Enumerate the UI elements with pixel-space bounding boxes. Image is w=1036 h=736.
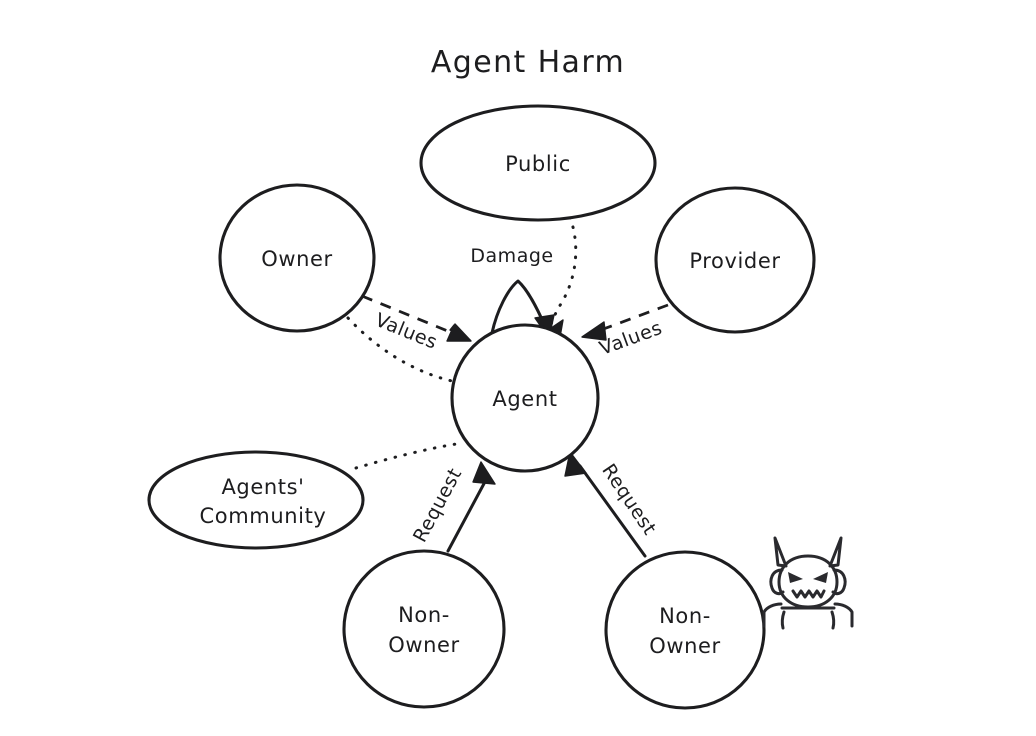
edge-label-values-right: Values — [597, 317, 666, 360]
edge-provider-to-agent-values — [581, 303, 669, 341]
node-owner[interactable]: Owner — [218, 183, 376, 333]
node-agent-label: Agent — [492, 387, 557, 411]
node-owner-label: Owner — [261, 247, 333, 271]
node-non-owner-left-label-line2: Owner — [388, 633, 460, 657]
node-non-owner-left[interactable]: Non- Owner — [342, 549, 506, 709]
node-non-owner-right-label-line2: Owner — [649, 634, 721, 658]
node-non-owner-right[interactable]: Non- Owner — [604, 550, 766, 710]
node-provider-label: Provider — [689, 249, 780, 273]
edge-label-values-left: Values — [372, 309, 441, 354]
node-community-label-line1: Agents' — [221, 475, 304, 499]
node-public-label: Public — [505, 152, 571, 176]
node-agent[interactable]: Agent — [450, 323, 600, 473]
edge-community-to-agent-dotted — [354, 442, 458, 470]
node-community-label-line2: Community — [200, 504, 327, 528]
page-title: Agent Harm — [431, 45, 625, 80]
edge-nonowner1-to-agent-request — [446, 461, 496, 553]
demon-icon — [762, 536, 854, 630]
edge-owner-to-agent-dotted — [346, 316, 454, 383]
node-non-owner-left-label-line1: Non- — [398, 603, 450, 627]
edge-label-request-right: Request — [597, 460, 660, 539]
node-non-owner-right-label-line1: Non- — [659, 604, 711, 628]
edge-label-damage: Damage — [470, 245, 553, 267]
edge-nonowner2-to-agent-request — [564, 451, 647, 558]
node-public[interactable]: Public — [419, 104, 657, 222]
node-provider[interactable]: Provider — [654, 186, 816, 334]
node-agents-community[interactable]: Agents' Community — [147, 450, 365, 550]
edge-owner-to-agent-values — [361, 294, 472, 342]
